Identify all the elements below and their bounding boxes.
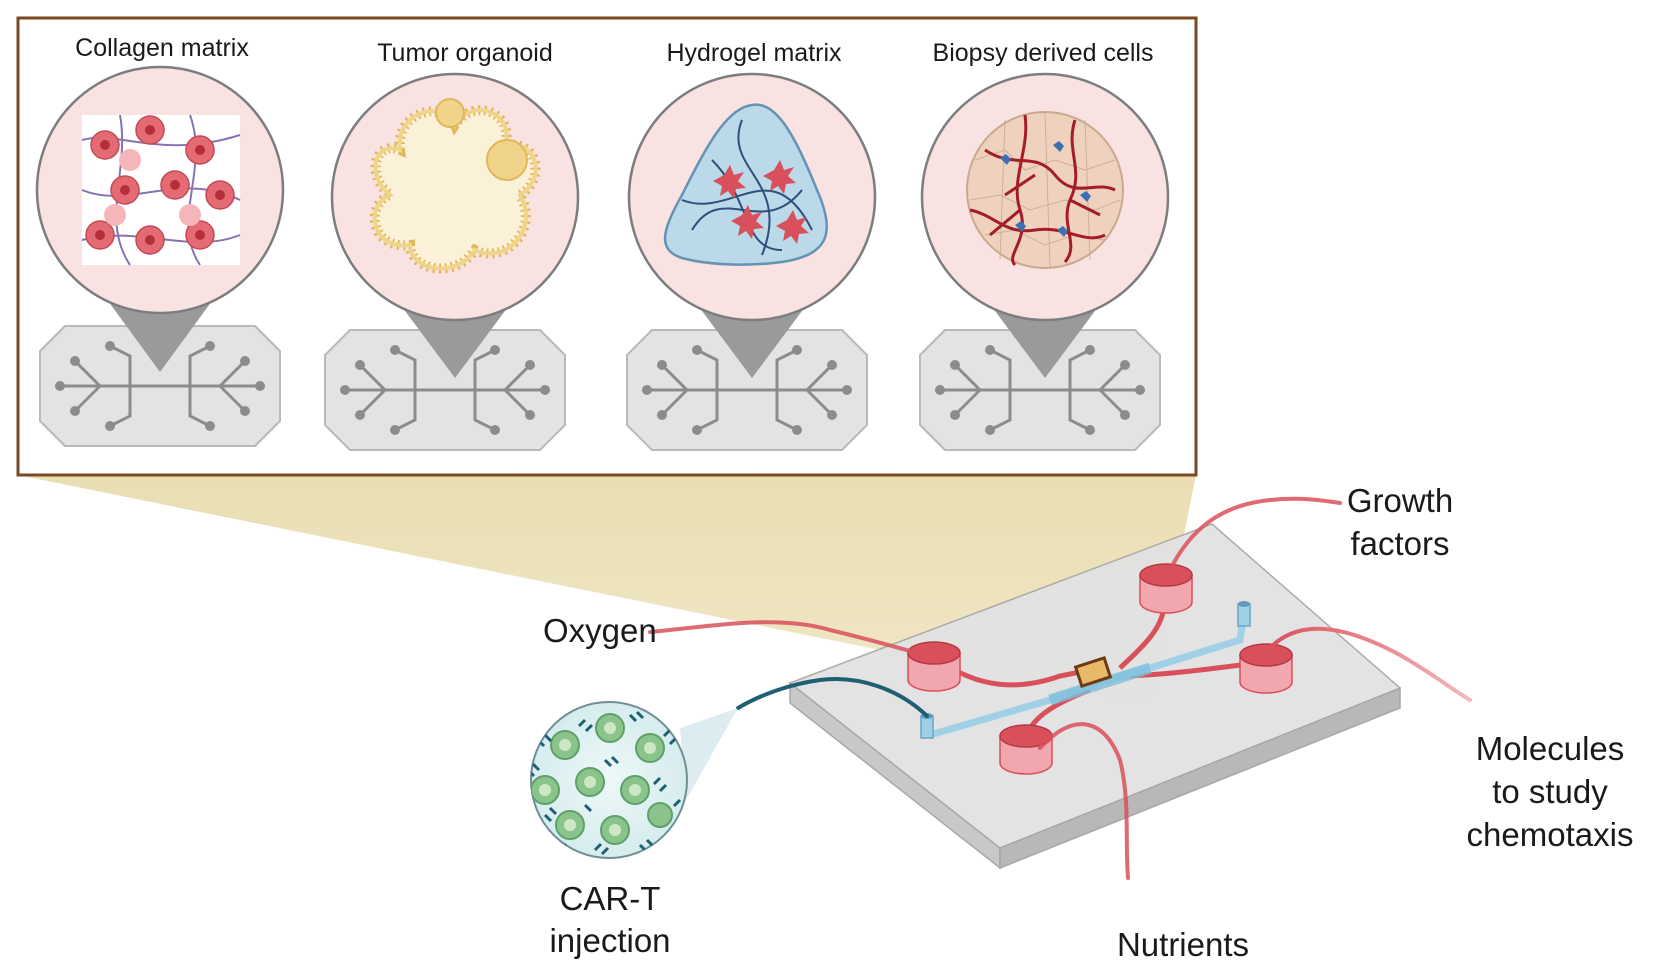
label-molecules-line3: chemotaxis — [1467, 816, 1634, 853]
mini-chip — [324, 329, 566, 451]
label-cart-line2: injection — [549, 922, 670, 959]
reservoir-nutrients — [999, 724, 1053, 775]
growth-factors-tube — [1168, 496, 1342, 572]
label-growth-factors-line1: Growth — [1347, 482, 1453, 519]
cart-zoom-cone — [680, 708, 738, 800]
hydrogel-matrix-icon — [663, 103, 828, 266]
label-molecules-line1: Molecules — [1476, 730, 1625, 767]
label-nutrients: Nutrients — [1117, 926, 1249, 963]
molecules-tube — [1266, 626, 1472, 702]
panel-label-collagen-matrix: Collagen matrix — [75, 34, 249, 62]
tumor-organoid-icon — [369, 98, 541, 274]
mini-chip — [919, 329, 1161, 451]
reservoir-growth-factors — [1139, 563, 1193, 614]
zoom-marker — [1073, 655, 1113, 689]
collagen-matrix-icon — [81, 114, 241, 266]
mini-chip — [626, 329, 868, 451]
cart-cells-icon — [530, 701, 688, 859]
reservoir-oxygen — [907, 641, 961, 692]
organ-on-chip-device — [788, 523, 1402, 870]
label-oxygen: Oxygen — [543, 612, 657, 649]
label-cart-line1: CAR-T — [560, 880, 661, 917]
cart-tube — [736, 677, 929, 718]
panel-biopsy-derived-cells: Biopsy derived cells — [919, 39, 1170, 451]
panel-label-biopsy-derived-cells: Biopsy derived cells — [933, 39, 1154, 67]
oxygen-tube — [648, 620, 927, 657]
panel-tumor-organoid: Tumor organoid — [324, 39, 580, 451]
mini-chip — [39, 325, 281, 447]
panel-label-hydrogel-matrix: Hydrogel matrix — [666, 39, 842, 67]
biopsy-cells-icon — [966, 111, 1124, 269]
panel-hydrogel-matrix: Hydrogel matrix — [626, 39, 877, 451]
label-growth-factors-line2: factors — [1350, 525, 1449, 562]
nutrients-tube — [1038, 722, 1130, 880]
blue-port — [1237, 601, 1251, 627]
panel-collagen-matrix: Collagen matrix — [35, 34, 285, 447]
reservoir-molecules — [1239, 643, 1293, 694]
label-molecules-line2: to study — [1492, 773, 1608, 810]
panel-label-tumor-organoid: Tumor organoid — [377, 39, 553, 67]
input-tubes — [648, 496, 1472, 880]
